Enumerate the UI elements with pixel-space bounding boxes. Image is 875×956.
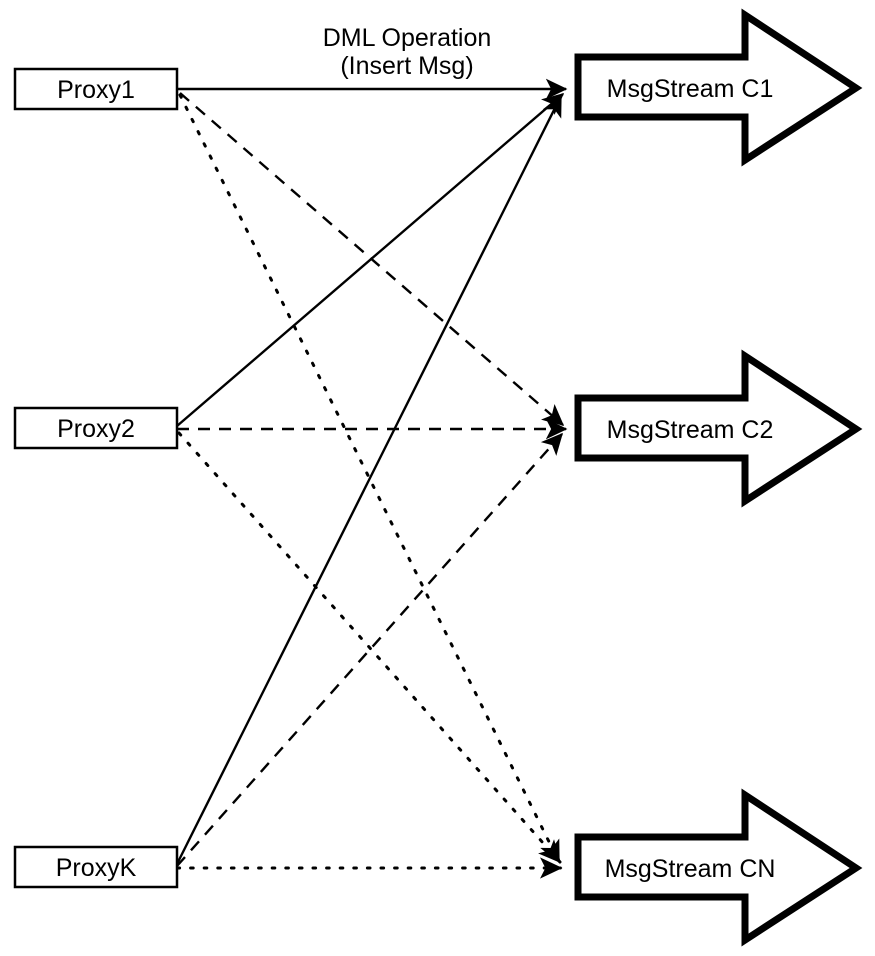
edge-label-line2: (Insert Msg) bbox=[340, 52, 473, 80]
node-msgstream-cn[interactable]: MsgStream CN bbox=[574, 788, 863, 947]
msgstream-cn-label: MsgStream CN bbox=[605, 855, 776, 883]
proxy1-label: Proxy1 bbox=[57, 76, 135, 104]
node-proxy1[interactable]: Proxy1 bbox=[13, 67, 179, 111]
node-msgstream-c2[interactable]: MsgStream C2 bbox=[574, 349, 863, 508]
proxyk-box[interactable] bbox=[13, 845, 179, 889]
msgstream-cn-arrow-shape[interactable] bbox=[574, 788, 863, 947]
link-proxy2-to-msgstream-c1 bbox=[176, 93, 565, 427]
proxy2-box[interactable] bbox=[13, 406, 179, 450]
node-proxyk[interactable]: ProxyK bbox=[13, 845, 179, 889]
link-proxy2-to-msgstream-cn bbox=[177, 431, 562, 864]
msgstream-c1-arrow-shape[interactable] bbox=[574, 8, 863, 167]
proxy2-label: Proxy2 bbox=[57, 415, 135, 443]
msgstream-c2-label: MsgStream C2 bbox=[607, 416, 774, 444]
node-msgstream-c1[interactable]: MsgStream C1 bbox=[574, 8, 863, 167]
link-group-proxy2 bbox=[176, 93, 568, 864]
link-group-proxyk bbox=[175, 94, 563, 879]
link-proxyk-to-msgstream-c1 bbox=[175, 94, 563, 865]
edge-label-dml-operation: DML Operation (Insert Msg) bbox=[323, 24, 492, 80]
msgstream-c2-arrow-shape[interactable] bbox=[574, 349, 863, 508]
edge-label-line1: DML Operation bbox=[323, 24, 492, 52]
proxyk-label: ProxyK bbox=[56, 854, 137, 882]
msgstream-c1-label: MsgStream C1 bbox=[607, 75, 774, 103]
node-proxy2[interactable]: Proxy2 bbox=[13, 406, 179, 450]
proxy1-box[interactable] bbox=[13, 67, 179, 111]
